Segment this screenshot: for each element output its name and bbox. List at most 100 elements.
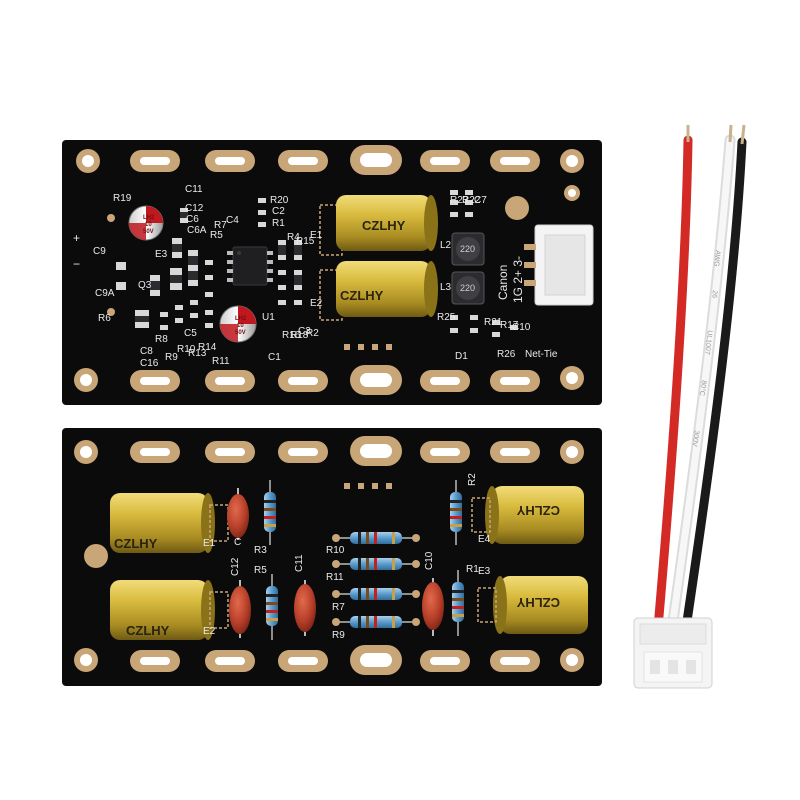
polarity-plus-label: + xyxy=(73,231,80,245)
silkscreen-label: C8 xyxy=(140,346,153,357)
black-wire xyxy=(681,137,747,633)
fiducial xyxy=(107,308,115,316)
silkscreen-label: U1 xyxy=(262,312,275,323)
silkscreen-label: C11 xyxy=(185,184,203,195)
silkscreen-label: R13 xyxy=(188,348,207,359)
connector-pin-label: 1G 2+ 3- xyxy=(511,256,525,303)
silkscreen-label: R2 xyxy=(306,328,319,339)
silkscreen-label: E4 xyxy=(478,534,491,545)
silkscreen-label: R3 xyxy=(254,545,267,556)
smd-bodies xyxy=(135,212,302,322)
silkscreen-label: R16 xyxy=(282,330,301,341)
silkscreen-label: R5 xyxy=(254,565,267,576)
silkscreen-label: L3 xyxy=(440,282,452,293)
resistor-horizontal xyxy=(332,558,420,570)
silkscreen-label: AWG xyxy=(712,250,721,267)
fiducial xyxy=(505,196,529,220)
electrolytic-cap-e3-bottom: CZLHY xyxy=(477,576,588,634)
electrolytic-cap-e1: CZLHY xyxy=(319,195,438,256)
silkscreen-label: R2 xyxy=(467,473,478,486)
bottom-board-pads xyxy=(74,436,584,675)
silkscreen-label: R10 xyxy=(177,344,196,355)
silkscreen-label: E3 xyxy=(478,566,491,577)
ceramic-cap xyxy=(227,488,249,540)
inductor-value: 220 xyxy=(460,283,475,293)
cap-marking: LH2 xyxy=(235,316,247,322)
silkscreen-label: R25 xyxy=(437,312,456,323)
silkscreen-label: E1 xyxy=(310,230,323,241)
small-electrolytic-cap: LH2 10 50V xyxy=(219,305,257,343)
silkscreen-label: C12 xyxy=(185,203,204,214)
resistor-horizontal xyxy=(332,588,420,600)
ceramic-cap xyxy=(229,580,251,638)
silkscreen-label: C11 xyxy=(294,554,305,572)
silkscreen-label: D1 xyxy=(455,351,468,362)
inductor-value: 220 xyxy=(460,244,475,254)
top-board: LH2 10 50V LH2 10 50V xyxy=(62,140,602,405)
resistor-vertical xyxy=(452,570,464,636)
wire-harness: AWG 26 UL1007 80°C 300V xyxy=(633,124,747,689)
inductor-l3: 220 xyxy=(451,271,485,305)
silkscreen-label: R8 xyxy=(155,334,168,345)
header-pins xyxy=(344,344,392,350)
cap-marking: LH2 xyxy=(143,215,155,221)
top-pcb xyxy=(62,140,602,405)
bottom-board: CZLHY CZLHY CZLHY CZLHY xyxy=(62,428,602,686)
silkscreen-label: C2 xyxy=(272,206,285,217)
cap-brand-label: CZLHY xyxy=(516,595,560,610)
silkscreen-label: 26 xyxy=(710,290,718,299)
red-wire xyxy=(653,135,693,633)
resistor-vertical xyxy=(264,480,276,545)
silkscreen-label: C9A xyxy=(95,288,115,299)
resistor-horizontal xyxy=(332,616,420,628)
electrolytic-cap-e2-bottom: CZLHY xyxy=(110,580,229,640)
inductor-l2: 220 xyxy=(451,232,485,266)
cap-marking: 10 xyxy=(145,222,152,228)
cap-marking: 50V xyxy=(235,330,246,336)
polarity-minus-label: − xyxy=(73,257,80,271)
silkscreen-label: R17 xyxy=(500,320,519,331)
bottom-silkscreen: E1 E2 E3 E4 C C12 R3 R5 C11 R10 R11 R7 R… xyxy=(203,473,491,641)
silkscreen-label: R6 xyxy=(98,313,111,324)
silkscreen-label: C3 xyxy=(298,326,311,337)
ceramic-cap xyxy=(294,580,316,636)
silkscreen-label: R15 xyxy=(296,236,315,247)
silkscreen-label: UL1007 xyxy=(703,330,713,355)
silkscreen-label: R4 xyxy=(287,232,300,243)
silkscreen-label: E3 xyxy=(155,249,168,260)
silkscreen-label: C7 xyxy=(474,195,487,206)
silkscreen-label: C16 xyxy=(140,358,159,369)
resistor-horizontal xyxy=(332,532,420,544)
silkscreen-label: 300V xyxy=(690,430,700,448)
silkscreen-label: C9 xyxy=(93,246,106,257)
silkscreen-label: R7 xyxy=(214,220,227,231)
electrolytic-cap-e2: CZLHY xyxy=(319,261,438,321)
silkscreen-label: R9 xyxy=(332,630,345,641)
smd-components xyxy=(116,190,518,337)
silkscreen-label: Net-Tie xyxy=(525,349,558,360)
silkscreen-label: C10 xyxy=(424,551,435,570)
silkscreen-label: R14 xyxy=(198,342,217,353)
silkscreen-label: C6A xyxy=(187,225,207,236)
cap-brand-label: CZLHY xyxy=(516,503,560,518)
silkscreen-label: C4 xyxy=(226,215,239,226)
silkscreen-label: 80°C xyxy=(698,380,708,397)
wire-print: AWG 26 UL1007 80°C 300V xyxy=(690,250,721,447)
jst-plug[interactable] xyxy=(633,617,713,689)
jst-connector[interactable] xyxy=(524,224,594,306)
silkscreen-label: C1 xyxy=(268,352,281,363)
top-board-pads-bottom xyxy=(74,365,584,395)
electrolytic-cap-e1-bottom: CZLHY xyxy=(110,493,229,553)
small-electrolytic-cap: LH2 10 50V xyxy=(128,205,164,241)
silkscreen-label: R20 xyxy=(270,195,289,206)
silkscreen-label: E1 xyxy=(203,538,216,549)
silkscreen-label: E2 xyxy=(310,298,323,309)
top-silkscreen: R19 C11 C12 C6 C6A R20 C2 R1 R7 C4 R5 R4… xyxy=(73,184,558,369)
silkscreen-label: C12 xyxy=(230,557,241,576)
cap-brand-label: CZLHY xyxy=(362,218,406,233)
cap-marking: 50V xyxy=(143,229,154,235)
silkscreen-label: R1 xyxy=(466,564,479,575)
silkscreen-label: Q3 xyxy=(138,280,152,291)
silkscreen-label: C xyxy=(234,537,241,548)
silkscreen-label: E2 xyxy=(203,626,216,637)
